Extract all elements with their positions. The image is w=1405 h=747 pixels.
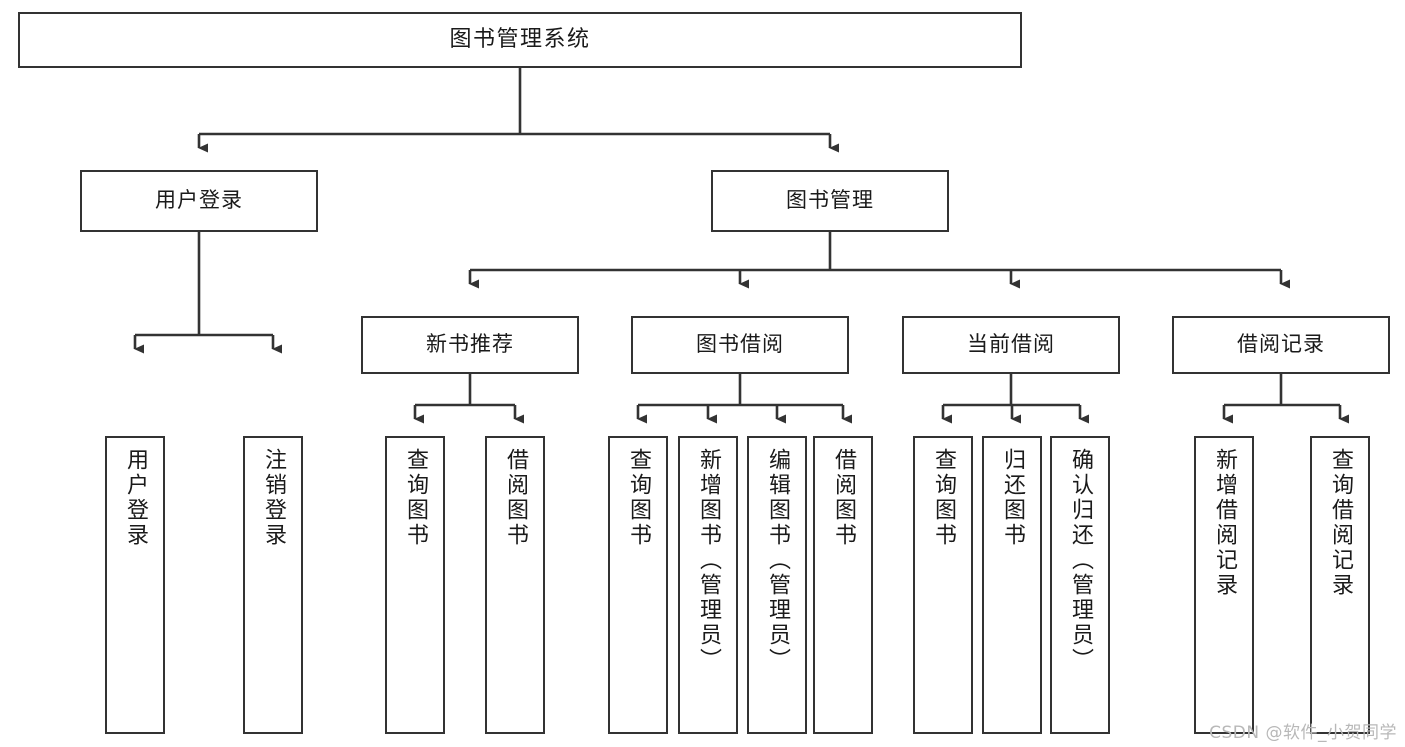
node-leaf-bb-query[interactable]: 查询图书 bbox=[608, 436, 668, 734]
node-leaf-bb-add-label: 新增图书（管理员） bbox=[696, 448, 721, 673]
node-leaf-user-login-label: 用户登录 bbox=[123, 448, 148, 548]
node-leaf-bb-borrow[interactable]: 借阅图书 bbox=[813, 436, 873, 734]
node-root-label: 图书管理系统 bbox=[449, 26, 591, 52]
node-leaf-user-login[interactable]: 用户登录 bbox=[105, 436, 165, 734]
node-user-login-label: 用户登录 bbox=[155, 188, 243, 213]
node-leaf-cb-return[interactable]: 归还图书 bbox=[982, 436, 1042, 734]
node-leaf-br-query[interactable]: 查询借阅记录 bbox=[1310, 436, 1370, 734]
node-book-borrow-label: 图书借阅 bbox=[696, 332, 784, 357]
node-leaf-br-query-label: 查询借阅记录 bbox=[1328, 448, 1353, 598]
node-new-book-rec[interactable]: 新书推荐 bbox=[361, 316, 579, 374]
node-leaf-nb-query-label: 查询图书 bbox=[403, 448, 428, 548]
node-book-manage-label: 图书管理 bbox=[786, 188, 874, 213]
node-leaf-bb-add[interactable]: 新增图书（管理员） bbox=[678, 436, 738, 734]
node-leaf-cb-return-label: 归还图书 bbox=[1000, 448, 1025, 548]
node-current-borrow-label: 当前借阅 bbox=[967, 332, 1055, 357]
node-borrow-record-label: 借阅记录 bbox=[1237, 332, 1325, 357]
node-leaf-br-add-label: 新增借阅记录 bbox=[1212, 448, 1237, 598]
node-leaf-cb-confirm-label: 确认归还（管理员） bbox=[1068, 448, 1093, 673]
node-leaf-logout-label: 注销登录 bbox=[261, 448, 286, 548]
node-leaf-cb-query[interactable]: 查询图书 bbox=[913, 436, 973, 734]
node-user-login[interactable]: 用户登录 bbox=[80, 170, 318, 232]
watermark-text: CSDN @软件_小贺同学 bbox=[1209, 723, 1397, 743]
node-leaf-br-add[interactable]: 新增借阅记录 bbox=[1194, 436, 1254, 734]
node-borrow-record[interactable]: 借阅记录 bbox=[1172, 316, 1390, 374]
node-leaf-nb-query[interactable]: 查询图书 bbox=[385, 436, 445, 734]
node-book-borrow[interactable]: 图书借阅 bbox=[631, 316, 849, 374]
node-current-borrow[interactable]: 当前借阅 bbox=[902, 316, 1120, 374]
node-leaf-bb-borrow-label: 借阅图书 bbox=[831, 448, 856, 548]
node-leaf-bb-edit-label: 编辑图书（管理员） bbox=[765, 448, 790, 673]
node-leaf-logout[interactable]: 注销登录 bbox=[243, 436, 303, 734]
node-book-manage[interactable]: 图书管理 bbox=[711, 170, 949, 232]
node-leaf-nb-borrow-label: 借阅图书 bbox=[503, 448, 528, 548]
node-leaf-bb-edit[interactable]: 编辑图书（管理员） bbox=[747, 436, 807, 734]
node-leaf-cb-query-label: 查询图书 bbox=[931, 448, 956, 548]
node-leaf-nb-borrow[interactable]: 借阅图书 bbox=[485, 436, 545, 734]
node-new-book-rec-label: 新书推荐 bbox=[426, 332, 514, 357]
node-root[interactable]: 图书管理系统 bbox=[18, 12, 1022, 68]
node-leaf-cb-confirm[interactable]: 确认归还（管理员） bbox=[1050, 436, 1110, 734]
node-leaf-bb-query-label: 查询图书 bbox=[626, 448, 651, 548]
